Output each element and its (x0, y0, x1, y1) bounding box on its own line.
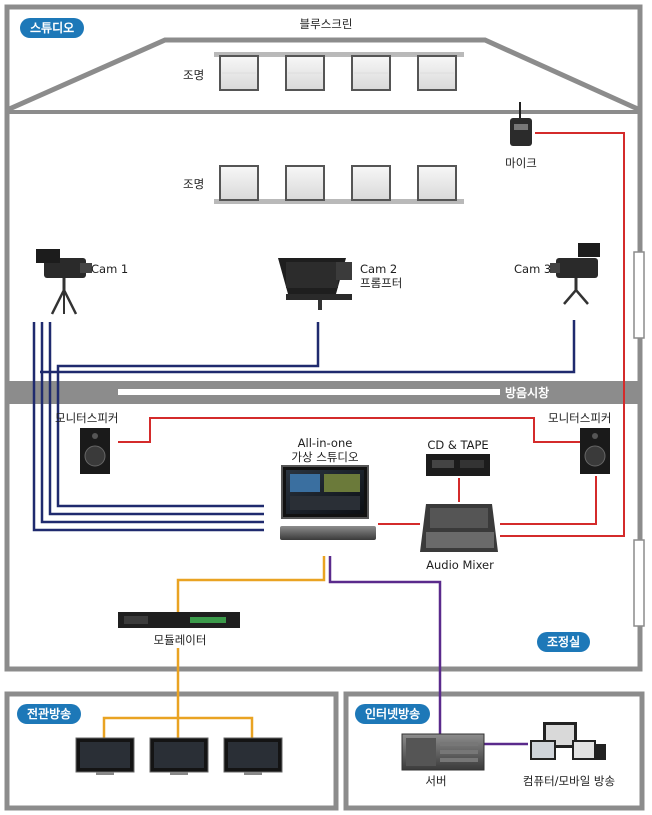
computer-mobile-devices (530, 722, 606, 760)
light-fixture (285, 55, 325, 91)
broadcast-tv (75, 737, 135, 775)
light-fixture (219, 55, 259, 91)
light-fixture (351, 55, 391, 91)
right-door-bottom (633, 539, 645, 627)
internet-cables (328, 556, 528, 746)
light-rig-1 (214, 52, 464, 91)
modulator-label: 모듈레이터 (153, 633, 207, 647)
cam3-label: Cam 3 (514, 262, 552, 276)
lighting-label-1: 조명 (183, 68, 205, 82)
cd-tape-label: CD & TAPE (427, 438, 489, 452)
all-in-one-studio-device (280, 465, 376, 540)
audio-cables (118, 132, 625, 537)
camera-1 (36, 249, 92, 315)
video-cables (32, 320, 576, 532)
light-fixture (417, 165, 457, 201)
computer-mobile-label: 컴퓨터/모바일 방송 (522, 774, 616, 788)
prompter-label: 프롬프터 (360, 276, 403, 290)
broadcast-frame (4, 691, 339, 811)
bluescreen-label: 블루스크린 (299, 17, 353, 31)
modulator-device (118, 612, 240, 628)
internet-badge: 인터넷방송 (355, 704, 431, 724)
all-in-one-label: All-in-one (297, 436, 353, 450)
light-fixture (285, 165, 325, 201)
audio-mixer-device (420, 504, 498, 552)
monitor-speaker-right-label: 모니터스피커 (548, 411, 612, 425)
light-rig-2 (214, 165, 464, 204)
cam1-label: Cam 1 (91, 262, 129, 276)
broadcast-badge: 전관방송 (17, 704, 82, 724)
microphone-device (510, 102, 532, 146)
monitor-speaker-right (580, 428, 610, 474)
broadcast-tv (149, 737, 209, 775)
soundproof-window-glass (118, 389, 500, 395)
soundproof-window-label: 방음시창 (505, 386, 550, 400)
light-fixture (219, 165, 259, 201)
right-door-top (633, 251, 645, 339)
server-label: 서버 (425, 774, 447, 788)
internet-frame (343, 691, 645, 811)
monitor-speaker-left (80, 428, 110, 474)
studio-badge: 스튜디오 (20, 18, 85, 38)
control-room-badge: 조정실 (537, 632, 591, 652)
light-fixture (351, 165, 391, 201)
server-device (401, 733, 485, 771)
broadcast-cables (102, 556, 326, 738)
monitor-speaker-left-label: 모니터스피커 (55, 411, 119, 425)
virtual-studio-label: 가상 스튜디오 (291, 450, 359, 464)
cd-tape-deck (426, 454, 490, 476)
broadcast-tv (223, 737, 283, 775)
cam2-label: Cam 2 (360, 262, 398, 276)
camera-3 (550, 243, 600, 305)
audio-mixer-label: Audio Mixer (426, 558, 494, 572)
microphone-label: 마이크 (505, 156, 537, 170)
lighting-label-2: 조명 (183, 177, 205, 191)
light-fixture (417, 55, 457, 91)
camera-2-prompter (278, 258, 352, 310)
